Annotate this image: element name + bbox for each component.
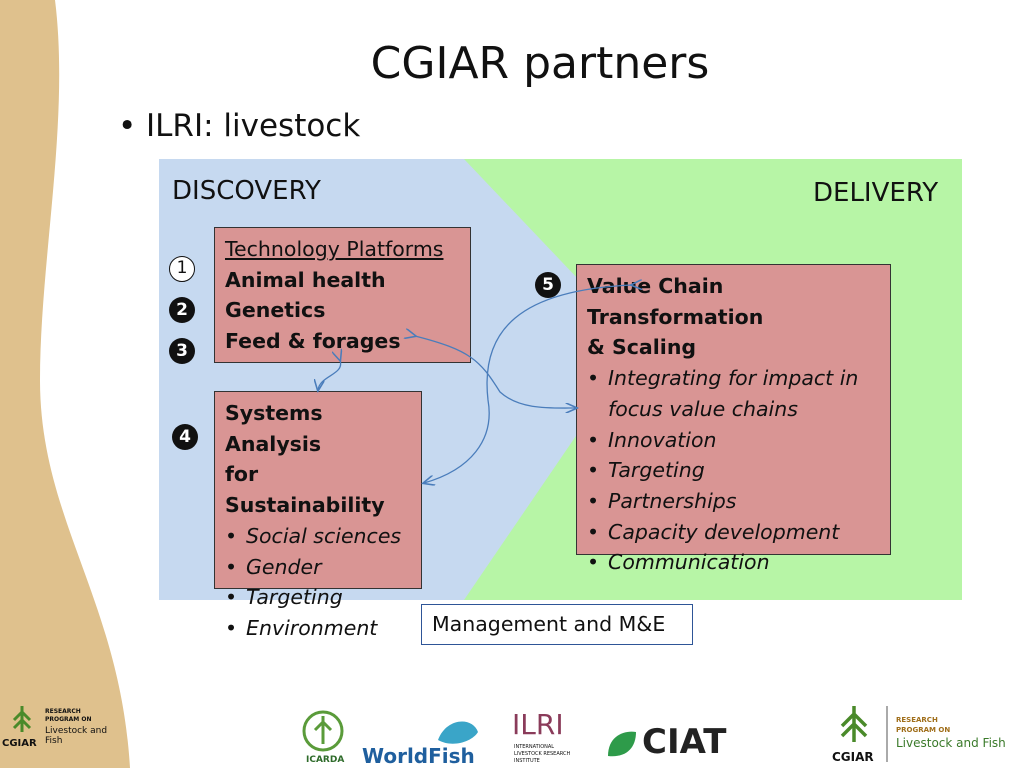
ilri-sub-line2: LIVESTOCK RESEARCH [514,751,571,757]
ciat-name: CIAT [642,722,727,762]
ciat-logo: CIAT [604,722,734,766]
cgiar-program-text: PROGRAM ON [45,716,92,723]
systems-list: Social sciences Gender Targeting Environ… [225,521,421,644]
systems-analysis-box: Systems Analysis for Sustainability Soci… [214,391,422,643]
ilri-name: ILRI [512,708,564,741]
value-chain-list-item: Capacity development [587,517,890,548]
arrow-value-chain-to-systems [424,285,632,483]
number-marker-3: 3 [169,338,195,364]
delivery-label: DELIVERY [813,178,939,208]
cgiar-research-text: RESEARCH [45,708,81,715]
management-box: Management and M&E [421,604,693,645]
systems-list-item: Environment [225,613,421,644]
cgiar-name: CGIAR [2,738,37,749]
number-marker-2: 2 [169,297,195,323]
discovery-label: DISCOVERY [172,176,321,206]
cgiar-livestock-fish-logo-left: CGIAR RESEARCH PROGRAM ON Livestock and … [0,700,125,760]
cgiar-program-text: PROGRAM ON [896,726,951,734]
fish-icon [438,721,478,744]
icarda-logo: ICARDA [300,708,348,766]
systems-list-item: Gender [225,552,421,583]
worldfish-name: WorldFish [362,744,475,768]
cgiar-wheat-icon [12,706,32,732]
systems-heading-line2: for Sustainability [225,462,385,518]
cgiar-wheat-icon [840,706,868,742]
ilri-sub-line1: INTERNATIONAL [514,744,555,750]
cgiar-livestock-fish-text: Livestock and Fish [896,736,1006,750]
icarda-name: ICARDA [306,755,345,765]
bullet-item: •ILRI: livestock [118,108,360,144]
systems-list-item: Targeting [225,582,421,613]
number-marker-1: 1 [169,256,195,282]
logo-divider [886,706,888,762]
ilri-sub-line3: INSTITUTE [514,758,540,764]
systems-heading-line1: Systems Analysis [225,401,323,456]
value-chain-list-item: Partnerships [587,486,890,517]
value-chain-list-item: Communication [587,547,890,578]
tech-item: Feed & forages [225,329,401,354]
arrow-feed-to-value-chain [415,336,576,408]
worldfish-logo: WorldFish [362,712,482,768]
tech-item: Animal health [225,267,386,292]
cgiar-name: CGIAR [832,750,874,764]
arrow-tech-to-systems [318,360,341,390]
bullet-dot: • [118,108,137,144]
ciat-leaf-icon [608,731,636,757]
decorative-side-band [0,0,130,768]
ilri-logo: ILRI INTERNATIONAL LIVESTOCK RESEARCH IN… [512,708,576,768]
tech-item: Genetics [225,298,326,323]
cgiar-livestock-fish-text: Livestock and Fish [45,726,108,746]
bullet-text: ILRI: livestock [146,108,361,144]
slide-title: CGIAR partners [370,38,710,89]
systems-list-item: Social sciences [225,521,421,552]
cgiar-livestock-fish-logo-right: CGIAR RESEARCH PROGRAM ON Livestock and … [826,702,1016,766]
cgiar-research-text: RESEARCH [896,716,938,724]
number-marker-4: 4 [172,424,198,450]
icarda-emblem-icon [302,710,344,752]
technology-platforms-heading: Technology Platforms [225,237,444,261]
